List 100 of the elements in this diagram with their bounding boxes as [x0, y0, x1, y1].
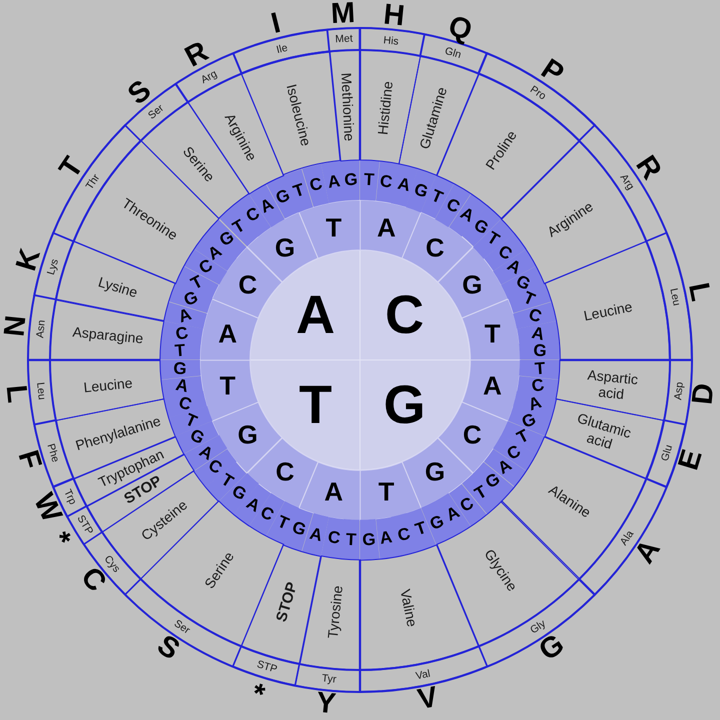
amino-acid-name: Leucine [582, 298, 634, 324]
one-letter-code: H [382, 0, 406, 32]
one-letter-code: K [12, 245, 46, 274]
amino-acid-sector [330, 50, 360, 161]
ring-sector [360, 519, 380, 560]
amino-acid-abbreviation: Ala [618, 528, 636, 548]
amino-acid-abbreviation: Arg [617, 172, 636, 192]
amino-acid-abbreviation: Phe [44, 442, 62, 464]
base-letter: A [326, 171, 342, 193]
base-letter: A [324, 476, 344, 508]
ring-sector [200, 298, 258, 360]
one-letter-code: V [415, 683, 440, 716]
base-letter: G [384, 374, 426, 436]
one-letter-code: I [268, 9, 284, 40]
amino-acid-sector [50, 300, 164, 360]
ring-sector [302, 164, 329, 207]
base-letter: G [274, 232, 296, 264]
ring-sector [462, 473, 502, 515]
base-letter: C [276, 456, 294, 488]
base-letter: A [376, 212, 396, 244]
base-letter: A [308, 523, 325, 546]
amino-acid-abbreviation: His [383, 34, 400, 48]
ring-sector [519, 340, 560, 360]
amino-acid-name: Histidine [374, 80, 396, 136]
base-letter: A [378, 527, 394, 549]
base-letter: G [426, 510, 447, 534]
ring-sector [298, 200, 360, 258]
base-letter: T [298, 374, 332, 436]
abbreviation-sector [84, 532, 141, 595]
amino-acid-abbreviation: Pro [528, 84, 548, 103]
amino-acid-sector [50, 360, 164, 420]
base-letter: G [344, 170, 358, 191]
base-letter: A [296, 284, 335, 346]
base-letter: C [326, 527, 342, 549]
base-letter: C [385, 284, 424, 346]
amino-acid-name: STOP [272, 580, 301, 624]
base-letter: G [411, 178, 430, 202]
base-letter: T [220, 370, 236, 402]
base-letter: T [428, 186, 446, 208]
amino-acid-abbreviation: Leu [667, 288, 682, 308]
abbreviation-sector [28, 295, 56, 360]
amino-acid-abbreviation: Asp [672, 382, 686, 402]
base-letter: C [238, 269, 258, 300]
ring-sector [462, 298, 520, 360]
one-letter-code: Y [315, 688, 338, 720]
base-letter: G [362, 529, 376, 550]
amino-acid-name: Methionine [338, 72, 358, 142]
ring-sector [360, 462, 422, 520]
base-letter: C [378, 171, 394, 193]
base-letter: T [363, 170, 374, 190]
base-letter: G [273, 185, 293, 208]
amino-acid-abbreviation: Val [414, 668, 431, 682]
base-letter: C [242, 204, 263, 228]
amino-acid-abbreviation: Glu [659, 444, 676, 463]
amino-acid-abbreviation: Gly [528, 618, 548, 636]
amino-acid-abbreviation: STP [74, 513, 96, 537]
ring-sector [519, 360, 560, 380]
base-letter: G [424, 456, 446, 488]
ring-sector [200, 360, 258, 422]
base-letter: C [426, 232, 444, 264]
amino-acid-abbreviation: STP [255, 658, 278, 676]
one-letter-code: D [688, 382, 720, 406]
base-letter: A [483, 370, 502, 402]
base-letter: G [216, 227, 237, 250]
one-letter-code: N [0, 314, 32, 338]
amino-acid-sector [300, 556, 360, 670]
abbreviation-sector [664, 360, 692, 425]
amino-acid-name: Glutamic acid [574, 409, 634, 454]
base-letter: C [308, 174, 325, 197]
amino-acid-abbreviation: Lys [44, 257, 61, 276]
ring-sector [462, 360, 520, 422]
amino-acid-abbreviation: Gln [444, 44, 463, 61]
ring-sector [473, 218, 515, 258]
amino-acid-name: Tyrosine [324, 584, 346, 639]
amino-acid-abbreviation: Asn [34, 318, 48, 338]
base-letter: C [462, 420, 482, 450]
one-letter-code: * [248, 679, 268, 710]
amino-acid-abbreviation: Ile [275, 41, 289, 56]
amino-acid-abbreviation: Met [335, 32, 354, 46]
abbreviation-sector [360, 28, 425, 56]
ring-sector [360, 160, 380, 201]
amino-acid-sector [360, 544, 479, 670]
amino-acid-abbreviation: Leu [34, 382, 48, 401]
one-letter-code: E [674, 446, 708, 474]
ring-sector [298, 462, 360, 520]
ring-sector [160, 360, 201, 380]
base-letter: T [326, 212, 342, 244]
base-letter: T [412, 518, 429, 541]
base-letter: G [238, 420, 258, 450]
base-letter: G [470, 214, 492, 238]
base-letter: A [395, 174, 412, 197]
base-letter: T [378, 476, 394, 508]
amino-acid-abbreviation: Tyr [320, 672, 336, 686]
base-letter: A [218, 318, 237, 350]
amino-acid-name: Aspartic acid [586, 365, 640, 404]
base-letter: T [291, 179, 308, 202]
amino-acid-name: Lysine [96, 273, 140, 300]
amino-acid-sector [544, 241, 670, 360]
abbreviation-sector [28, 360, 56, 425]
amino-acid-name: Valine [398, 588, 421, 628]
